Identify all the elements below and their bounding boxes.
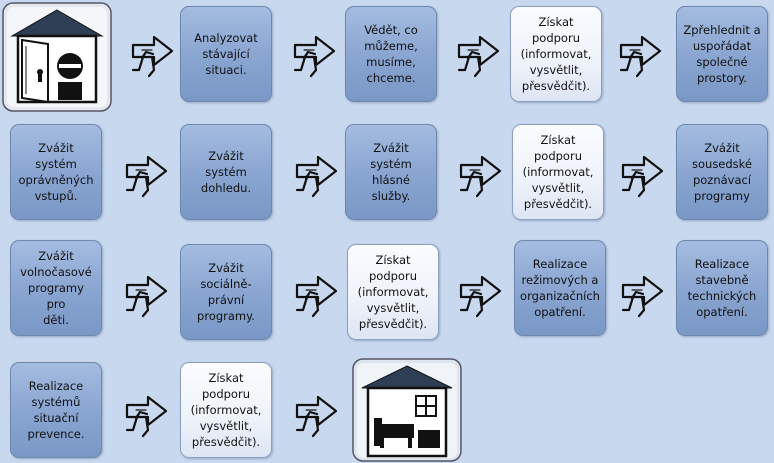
start-house-icon <box>2 2 112 112</box>
flow-arrow-icon <box>458 152 504 198</box>
step-box: Zvážit systém hlásné služby. <box>345 124 437 220</box>
flow-arrow-icon <box>130 32 176 78</box>
flow-arrow-icon <box>620 272 666 318</box>
step-box: Zpřehlednit a uspořádat společné prostor… <box>676 6 768 102</box>
step-box: Realizace systémů situační prevence. <box>10 362 102 458</box>
step-box: Zvážit volnočasové programy pro děti. <box>10 240 102 336</box>
flow-arrow-icon <box>620 152 666 198</box>
step-box-support: Získat podporu (informovat, vysvětlit, p… <box>512 124 604 220</box>
house-door-icon <box>2 2 112 112</box>
flow-arrow-icon <box>618 32 664 78</box>
step-box: Zvážit sociálně-právní programy. <box>180 244 272 340</box>
flow-arrow-icon <box>294 272 340 318</box>
step-box: Vědět, co můžeme, musíme, chceme. <box>345 6 437 102</box>
flow-arrow-icon <box>124 392 170 438</box>
flow-arrow-icon <box>456 32 502 78</box>
flow-arrow-icon <box>458 272 504 318</box>
step-box: Analyzovat stávající situaci. <box>180 6 272 102</box>
house-room-icon <box>352 358 462 462</box>
flow-arrow-icon <box>294 152 340 198</box>
step-box-support: Získat podporu (informovat, vysvětlit, p… <box>180 362 272 458</box>
flow-arrow-icon <box>294 392 340 438</box>
flow-arrow-icon <box>124 272 170 318</box>
end-house-icon <box>352 358 462 462</box>
step-box: Realizace režimových a organizačních opa… <box>514 240 606 336</box>
step-box-support: Získat podporu (informovat, vysvětlit, p… <box>510 6 602 102</box>
step-box: Zvážit sousedské poznávací programy <box>676 124 768 220</box>
flow-arrow-icon <box>124 152 170 198</box>
flow-arrow-icon <box>292 32 338 78</box>
step-box-support: Získat podporu (informovat, vysvětlit, p… <box>347 244 439 340</box>
step-box: Zvážit systém oprávněných vstupů. <box>10 124 102 220</box>
step-box: Zvážit systém dohledu. <box>180 124 272 220</box>
step-box: Realizace stavebně technických opatření. <box>676 240 768 336</box>
